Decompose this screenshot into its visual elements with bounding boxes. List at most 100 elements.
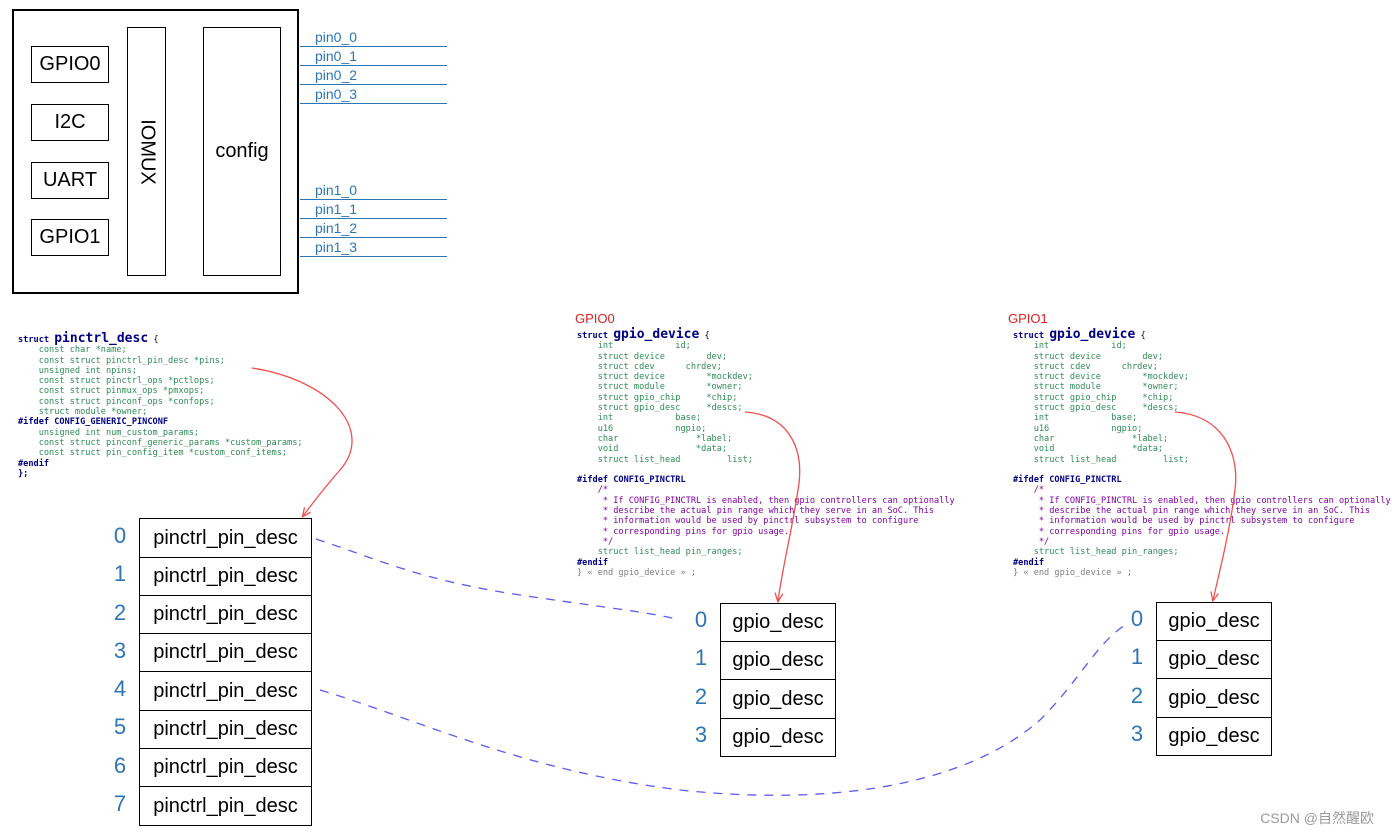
pin-desc-cell: pinctrl_pin_desc (139, 557, 312, 596)
pin-label: pin0_3 (315, 86, 358, 102)
code-line: const struct pin_config_item *custom_con… (38, 448, 288, 459)
code-line: int base; (597, 413, 702, 424)
code-line: u16 ngpio; (597, 423, 707, 434)
gpio0-desc-index: 2 (694, 684, 708, 709)
gpio0-title: GPIO0 (575, 311, 615, 326)
code-line: /* (1033, 485, 1045, 496)
code-line: */ (1033, 536, 1050, 547)
gpio1-desc-cell: gpio_desc (1156, 602, 1272, 641)
code-line: int base; (1033, 413, 1138, 424)
code-brace: { (153, 335, 159, 345)
soc-chip-box (12, 9, 299, 294)
code-line: * information would be used by pinctrl s… (1033, 516, 1355, 527)
code-line: * If CONFIG_PINCTRL is enabled, then gpi… (597, 495, 955, 506)
gpio1-desc-index: 1 (1130, 644, 1144, 669)
code-line: int id; (1033, 341, 1127, 352)
pin-desc-index: 4 (113, 676, 127, 701)
pin-label: pin0_0 (315, 29, 358, 45)
pin-line (300, 84, 447, 85)
gpio0-desc-cell: gpio_desc (720, 603, 836, 642)
pin-label: pin1_1 (315, 201, 358, 217)
code-line: * describe the actual pin range which th… (1033, 506, 1371, 517)
pin-desc-cell: pinctrl_pin_desc (139, 710, 312, 749)
gpio0-desc-cell: gpio_desc (720, 718, 836, 757)
code-line: char *label; (597, 433, 733, 444)
code-line: #ifdef CONFIG_GENERIC_PINCONF (18, 417, 169, 428)
config-block: config (203, 27, 281, 276)
code-line: struct list_head list; (1033, 454, 1189, 465)
code-line: const struct pinconf_generic_params *cus… (38, 437, 303, 448)
pin-desc-cell: pinctrl_pin_desc (139, 786, 312, 826)
pin-desc-cell: pinctrl_pin_desc (139, 748, 312, 787)
code-line: #endif (1013, 557, 1045, 568)
pin-line (300, 103, 447, 104)
pin-desc-index: 1 (113, 561, 127, 586)
watermark: CSDN @自然醒欧 (1260, 810, 1374, 826)
gpio1-desc-index: 0 (1130, 606, 1144, 631)
code-line: unsigned int num_custom_params; (38, 427, 200, 438)
code-keyword: struct (1013, 331, 1045, 341)
code-line: const struct pinctrl_pin_desc *pins; (38, 355, 225, 366)
code-line: u16 ngpio; (1033, 423, 1143, 434)
code-line: * corresponding pins for gpio usage. (1033, 526, 1226, 537)
code-line: } « end gpio_device » ; (577, 567, 696, 578)
code-line: struct module *owner; (1033, 382, 1179, 393)
gpio1-desc-index: 3 (1130, 721, 1144, 746)
pin0-to-gpio0-link (315, 538, 681, 621)
gpio0-descs-pointer-arrow (744, 411, 801, 601)
gpio0-desc-index: 1 (694, 645, 708, 670)
pinctrl-desc-code: struct pinctrl_desc { const char *name; … (18, 332, 303, 479)
code-line: /* (597, 485, 609, 496)
pin-desc-index: 2 (113, 600, 127, 625)
code-line: void *data; (597, 444, 728, 455)
gpio1-desc-index: 2 (1130, 683, 1144, 708)
pin-label: pin1_3 (315, 239, 358, 255)
code-line: struct device *mockdev; (597, 372, 753, 383)
code-line: #endif (18, 458, 50, 469)
code-line: struct device dev; (1033, 351, 1164, 362)
gpio0-desc-cell: gpio_desc (720, 679, 836, 719)
code-line: int id; (597, 341, 691, 352)
code-line: struct device dev; (597, 351, 728, 362)
code-line: const char *name; (38, 345, 127, 356)
code-line: */ (597, 536, 614, 547)
code-line: struct cdev chrdev; (1033, 361, 1158, 372)
pin-desc-index: 6 (113, 753, 127, 778)
code-line: * corresponding pins for gpio usage. (597, 526, 790, 537)
gpio0-device-code: struct gpio_device { int id; struct devi… (577, 327, 955, 578)
code-line: * If CONFIG_PINCTRL is enabled, then gpi… (1033, 495, 1391, 506)
code-line: const struct pinctrl_ops *pctlops; (38, 376, 215, 387)
peripheral-i2c: I2C (31, 104, 109, 141)
gpio1-device-code: struct gpio_device { int id; struct devi… (1013, 327, 1391, 578)
code-line: #endif (577, 557, 609, 568)
gpio0-desc-cell: gpio_desc (720, 641, 836, 680)
gpio1-desc-cell: gpio_desc (1156, 678, 1272, 718)
code-line: const struct pinmux_ops *pmxops; (38, 386, 205, 397)
code-line: struct gpio_desc *descs; (597, 403, 743, 414)
code-line: struct cdev chrdev; (597, 361, 722, 372)
code-line: }; (18, 468, 29, 479)
code-line: } « end gpio_device » ; (1013, 567, 1132, 578)
peripheral-gpio0: GPIO0 (31, 46, 109, 83)
pin-desc-index: 5 (113, 714, 127, 739)
struct-name: gpio_device (1049, 327, 1136, 342)
struct-name: gpio_device (613, 327, 700, 342)
gpio1-desc-cell: gpio_desc (1156, 717, 1272, 756)
pin-desc-index: 0 (113, 523, 127, 548)
code-line: struct module *owner; (597, 382, 743, 393)
code-line: struct module *owner; (38, 407, 148, 418)
code-line: unsigned int npins; (38, 365, 138, 376)
code-line: struct gpio_chip *chip; (597, 392, 738, 403)
pin-desc-cell: pinctrl_pin_desc (139, 595, 312, 634)
pin-line (300, 199, 447, 200)
iomux-block: IOMUX (127, 27, 166, 276)
code-line: struct list_head pin_ranges; (1033, 547, 1179, 558)
pin-desc-index: 3 (113, 638, 127, 663)
code-line: * information would be used by pinctrl s… (597, 516, 919, 527)
code-line: struct device *mockdev; (1033, 372, 1189, 383)
pin-label: pin1_0 (315, 182, 358, 198)
gpio1-desc-cell: gpio_desc (1156, 640, 1272, 679)
pins-pointer-arrow (251, 367, 353, 516)
code-line: #ifdef CONFIG_PINCTRL (1013, 475, 1122, 486)
